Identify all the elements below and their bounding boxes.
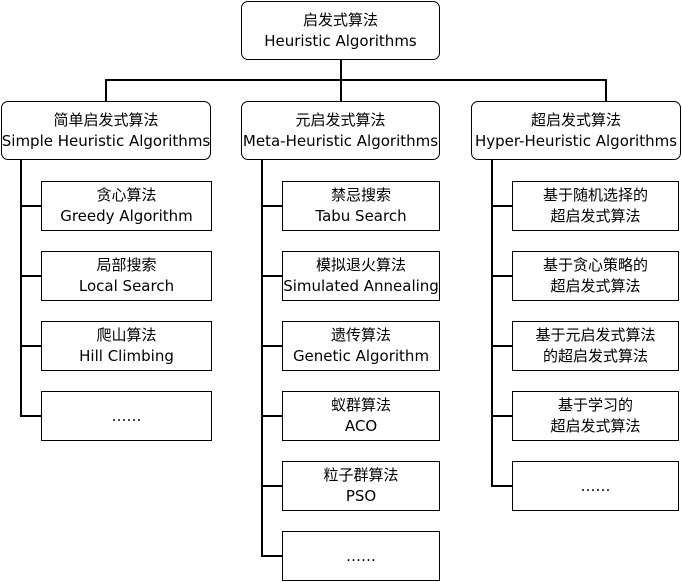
leaf-node: 基于元启发式算法 的超启发式算法: [512, 321, 679, 371]
leaf-label-line2: Local Search: [78, 277, 175, 295]
mid-leaf-connector: [261, 415, 283, 417]
leaf-node: 蚁群算法 ACO: [282, 391, 440, 441]
leaf-label-line2: Simulated Annealing: [283, 277, 439, 295]
leaf-node: 粒子群算法 PSO: [282, 461, 440, 511]
cat-right-drop-line: [605, 79, 607, 101]
right-leaf-connector: [491, 205, 513, 207]
category-label-cn: 简单启发式算法: [53, 110, 159, 129]
leaf-node: ……: [512, 461, 679, 511]
leaf-label-line2: Hill Climbing: [79, 347, 174, 365]
leaf-label-line1: 粒子群算法: [323, 466, 399, 484]
leaf-label-line1: ……: [346, 546, 376, 565]
leaf-label-line1: 遗传算法: [330, 326, 391, 344]
category-node-simple: 简单启发式算法 Simple Heuristic Algorithms: [1, 101, 211, 160]
leaf-node: ……: [282, 531, 440, 581]
leaf-label-line2: PSO: [345, 487, 377, 505]
leaf-label-line2: Tabu Search: [315, 207, 407, 225]
root-branch-line: [105, 79, 606, 81]
leaf-label-line2: 的超启发式算法: [542, 347, 648, 365]
mid-leaf-connector: [261, 345, 283, 347]
left-leaf-connector: [20, 205, 42, 207]
leaf-label-line1: ……: [111, 406, 142, 425]
category-label-en: Meta-Heuristic Algorithms: [242, 131, 439, 150]
leaf-label-line1: ……: [580, 476, 611, 495]
root-stem-line: [340, 60, 342, 80]
mid-leaf-connector: [261, 555, 283, 557]
left-spine-line: [20, 159, 22, 416]
leaf-node: ……: [41, 391, 212, 441]
left-leaf-connector: [20, 415, 42, 417]
root-label-cn: 启发式算法: [302, 10, 378, 29]
leaf-label-line1: 局部搜索: [96, 256, 157, 274]
leaf-label-line2: 超启发式算法: [550, 207, 641, 225]
left-leaf-connector: [20, 345, 42, 347]
mid-leaf-connector: [261, 205, 283, 207]
leaf-node: 局部搜索 Local Search: [41, 251, 212, 301]
leaf-label-line2: 超启发式算法: [550, 417, 641, 435]
left-leaf-connector: [20, 275, 42, 277]
category-label-cn: 超启发式算法: [530, 110, 621, 129]
root-label-en: Heuristic Algorithms: [264, 31, 417, 50]
leaf-node: 遗传算法 Genetic Algorithm: [282, 321, 440, 371]
leaf-node: 贪心算法 Greedy Algorithm: [41, 181, 212, 231]
mid-spine-line: [261, 159, 263, 556]
cat-mid-drop-line: [340, 79, 342, 101]
leaf-label-line2: Genetic Algorithm: [292, 347, 430, 365]
category-label-cn: 元启发式算法: [295, 110, 386, 129]
mid-leaf-connector: [261, 275, 283, 277]
right-leaf-connector: [491, 485, 513, 487]
leaf-label-line1: 基于贪心策略的: [542, 256, 648, 274]
right-spine-line: [491, 159, 493, 486]
leaf-label-line2: 超启发式算法: [550, 277, 641, 295]
root-node: 启发式算法 Heuristic Algorithms: [241, 1, 440, 60]
leaf-node: 基于随机选择的 超启发式算法: [512, 181, 679, 231]
category-node-meta: 元启发式算法 Meta-Heuristic Algorithms: [241, 101, 440, 160]
leaf-node: 禁忌搜索 Tabu Search: [282, 181, 440, 231]
cat-left-drop-line: [105, 79, 107, 101]
right-leaf-connector: [491, 415, 513, 417]
category-node-hyper: 超启发式算法 Hyper-Heuristic Algorithms: [471, 101, 681, 160]
leaf-node: 基于学习的 超启发式算法: [512, 391, 679, 441]
leaf-label-line1: 基于元启发式算法: [535, 326, 656, 344]
leaf-label-line1: 基于学习的: [557, 396, 633, 414]
leaf-label-line1: 贪心算法: [96, 186, 157, 204]
right-leaf-connector: [491, 345, 513, 347]
mid-leaf-connector: [261, 485, 283, 487]
leaf-label-line1: 蚁群算法: [330, 396, 391, 414]
category-label-en: Hyper-Heuristic Algorithms: [474, 131, 678, 150]
leaf-label-line1: 模拟退火算法: [315, 256, 406, 274]
leaf-label-line1: 爬山算法: [96, 326, 157, 344]
category-label-en: Simple Heuristic Algorithms: [1, 131, 211, 150]
leaf-label-line1: 禁忌搜索: [330, 186, 391, 204]
right-leaf-connector: [491, 275, 513, 277]
leaf-label-line1: 基于随机选择的: [542, 186, 648, 204]
leaf-node: 模拟退火算法 Simulated Annealing: [282, 251, 440, 301]
leaf-node: 基于贪心策略的 超启发式算法: [512, 251, 679, 301]
leaf-label-line2: Greedy Algorithm: [60, 207, 193, 225]
leaf-label-line2: ACO: [344, 417, 378, 435]
leaf-node: 爬山算法 Hill Climbing: [41, 321, 212, 371]
